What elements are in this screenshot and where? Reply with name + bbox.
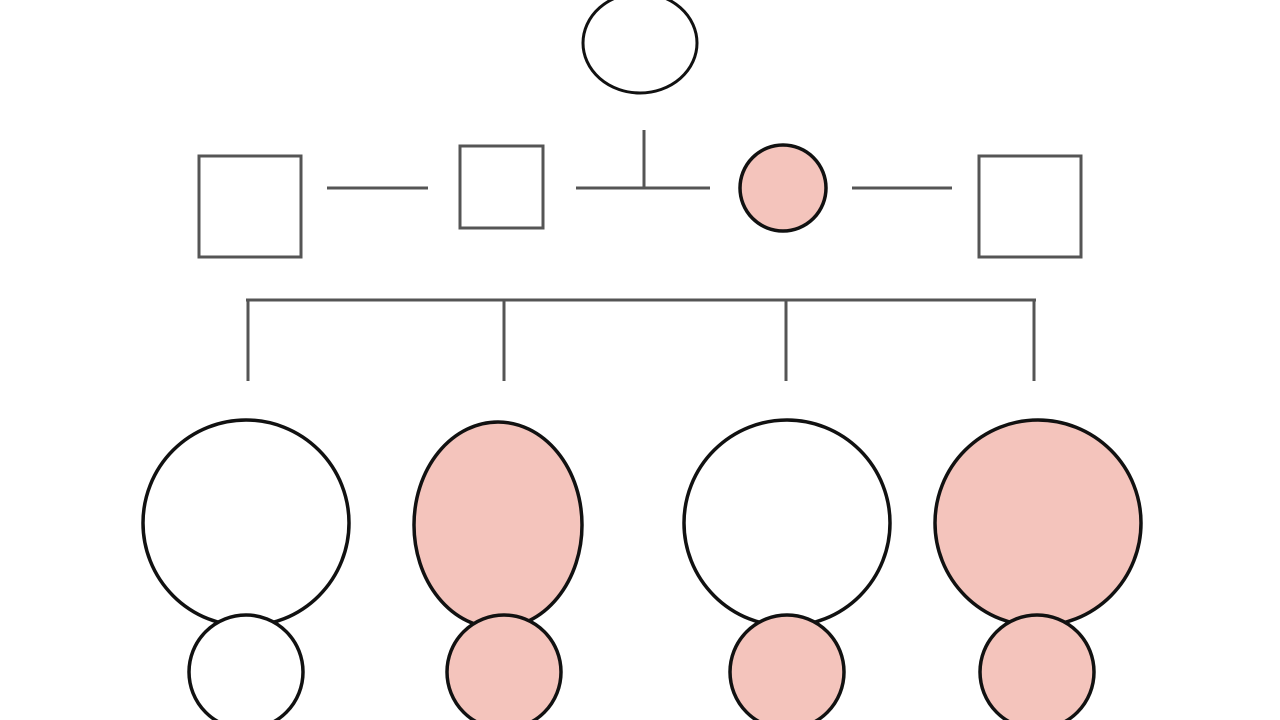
generation-3-small-circle-2 [445,613,563,720]
generation-3-individual-3 [682,418,892,720]
generation-2-male-symbol-3 [977,154,1083,259]
generation-1-female-symbol [581,0,699,95]
generation-3-individual-2 [412,420,584,720]
generation-3-individual-1 [141,418,351,720]
generation-3-large-circle-3 [682,418,892,628]
generation-2-male-symbol-1 [197,154,303,259]
generation-2-affected-female-symbol [738,143,828,233]
generation-3-large-circle-2 [412,420,584,630]
generation-3-individual-4 [933,418,1143,720]
generation-3-small-circle-1 [187,613,305,720]
generation-3-small-circle-4 [978,613,1096,720]
generation-2-male-symbol-2 [458,144,545,230]
generation-3-small-circle-3 [728,613,846,720]
generation-3-large-circle-1 [141,418,351,628]
generation-3-large-circle-4 [933,418,1143,628]
